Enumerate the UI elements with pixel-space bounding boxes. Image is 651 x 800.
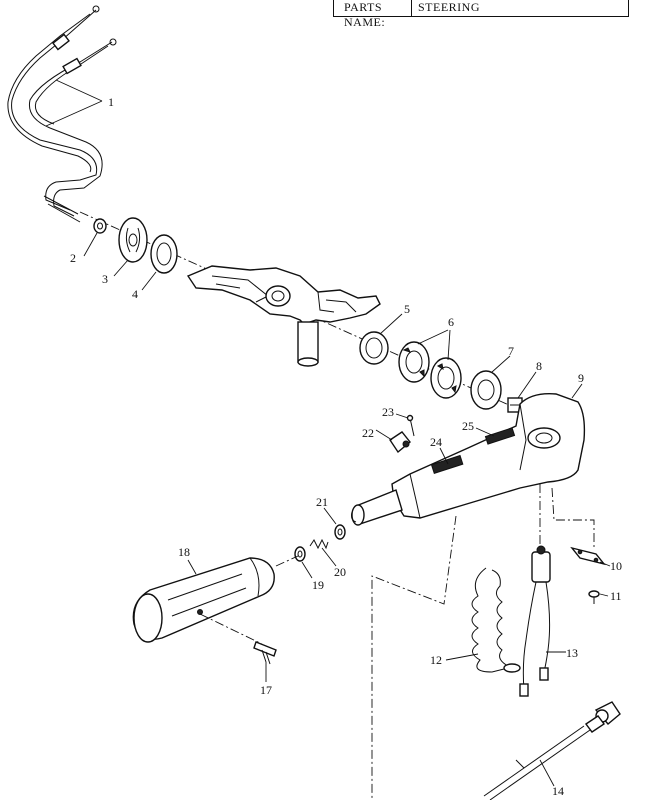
part-21-washer bbox=[334, 524, 346, 540]
part-2-nut bbox=[93, 218, 107, 234]
title-block: PARTS NAME: STEERING bbox=[333, 0, 629, 29]
callout-22: 22 bbox=[362, 426, 374, 440]
callout-21: 21 bbox=[316, 495, 328, 509]
callout-20: 20 bbox=[334, 565, 346, 579]
callout-23: 23 bbox=[382, 405, 394, 419]
throttle-shaft bbox=[351, 489, 403, 526]
part-23-screw bbox=[406, 414, 415, 437]
callout-4: 4 bbox=[132, 287, 138, 301]
callout-13: 13 bbox=[566, 646, 578, 660]
callout-19: 19 bbox=[312, 578, 324, 592]
part-1-cables bbox=[7, 5, 117, 223]
callout-25: 25 bbox=[462, 419, 474, 433]
callout-9: 9 bbox=[578, 371, 584, 385]
part-6-friction-discs bbox=[398, 341, 462, 399]
part-18-twist-grip bbox=[132, 557, 275, 643]
part-14-throttle-rod bbox=[483, 701, 621, 800]
callout-3: 3 bbox=[102, 272, 108, 286]
callout-7: 7 bbox=[508, 344, 514, 358]
part-22-stop-switch bbox=[389, 431, 411, 454]
callout-2: 2 bbox=[70, 251, 76, 265]
parts-name-value: STEERING bbox=[418, 0, 480, 14]
callout-17: 17 bbox=[260, 683, 272, 697]
callout-8: 8 bbox=[536, 359, 542, 373]
callout-5: 5 bbox=[404, 302, 410, 316]
callout-10: 10 bbox=[610, 559, 622, 573]
part-11-screw bbox=[588, 590, 600, 604]
part-12-lanyard bbox=[471, 567, 521, 673]
parts-name-label: PARTS NAME: bbox=[334, 0, 412, 29]
callout-14: 14 bbox=[552, 784, 564, 798]
part-13-stop-switch bbox=[519, 545, 551, 697]
steering-bracket bbox=[186, 265, 381, 367]
part-17-screw bbox=[253, 641, 277, 665]
callout-11: 11 bbox=[610, 589, 622, 603]
callout-24: 24 bbox=[430, 435, 442, 449]
part-9-steering-handle bbox=[391, 393, 586, 519]
part-4-washer bbox=[150, 234, 178, 274]
part-19-washer bbox=[294, 546, 306, 562]
callout-6: 6 bbox=[448, 315, 454, 329]
part-20-spring bbox=[309, 538, 329, 550]
callout-1: 1 bbox=[108, 95, 114, 109]
part-10-plate bbox=[570, 546, 606, 566]
part-3-friction-plate bbox=[118, 217, 148, 263]
part-5-washer bbox=[359, 331, 389, 365]
callout-18: 18 bbox=[178, 545, 190, 559]
callout-12: 12 bbox=[430, 653, 442, 667]
part-7-wave-washer bbox=[470, 370, 502, 410]
